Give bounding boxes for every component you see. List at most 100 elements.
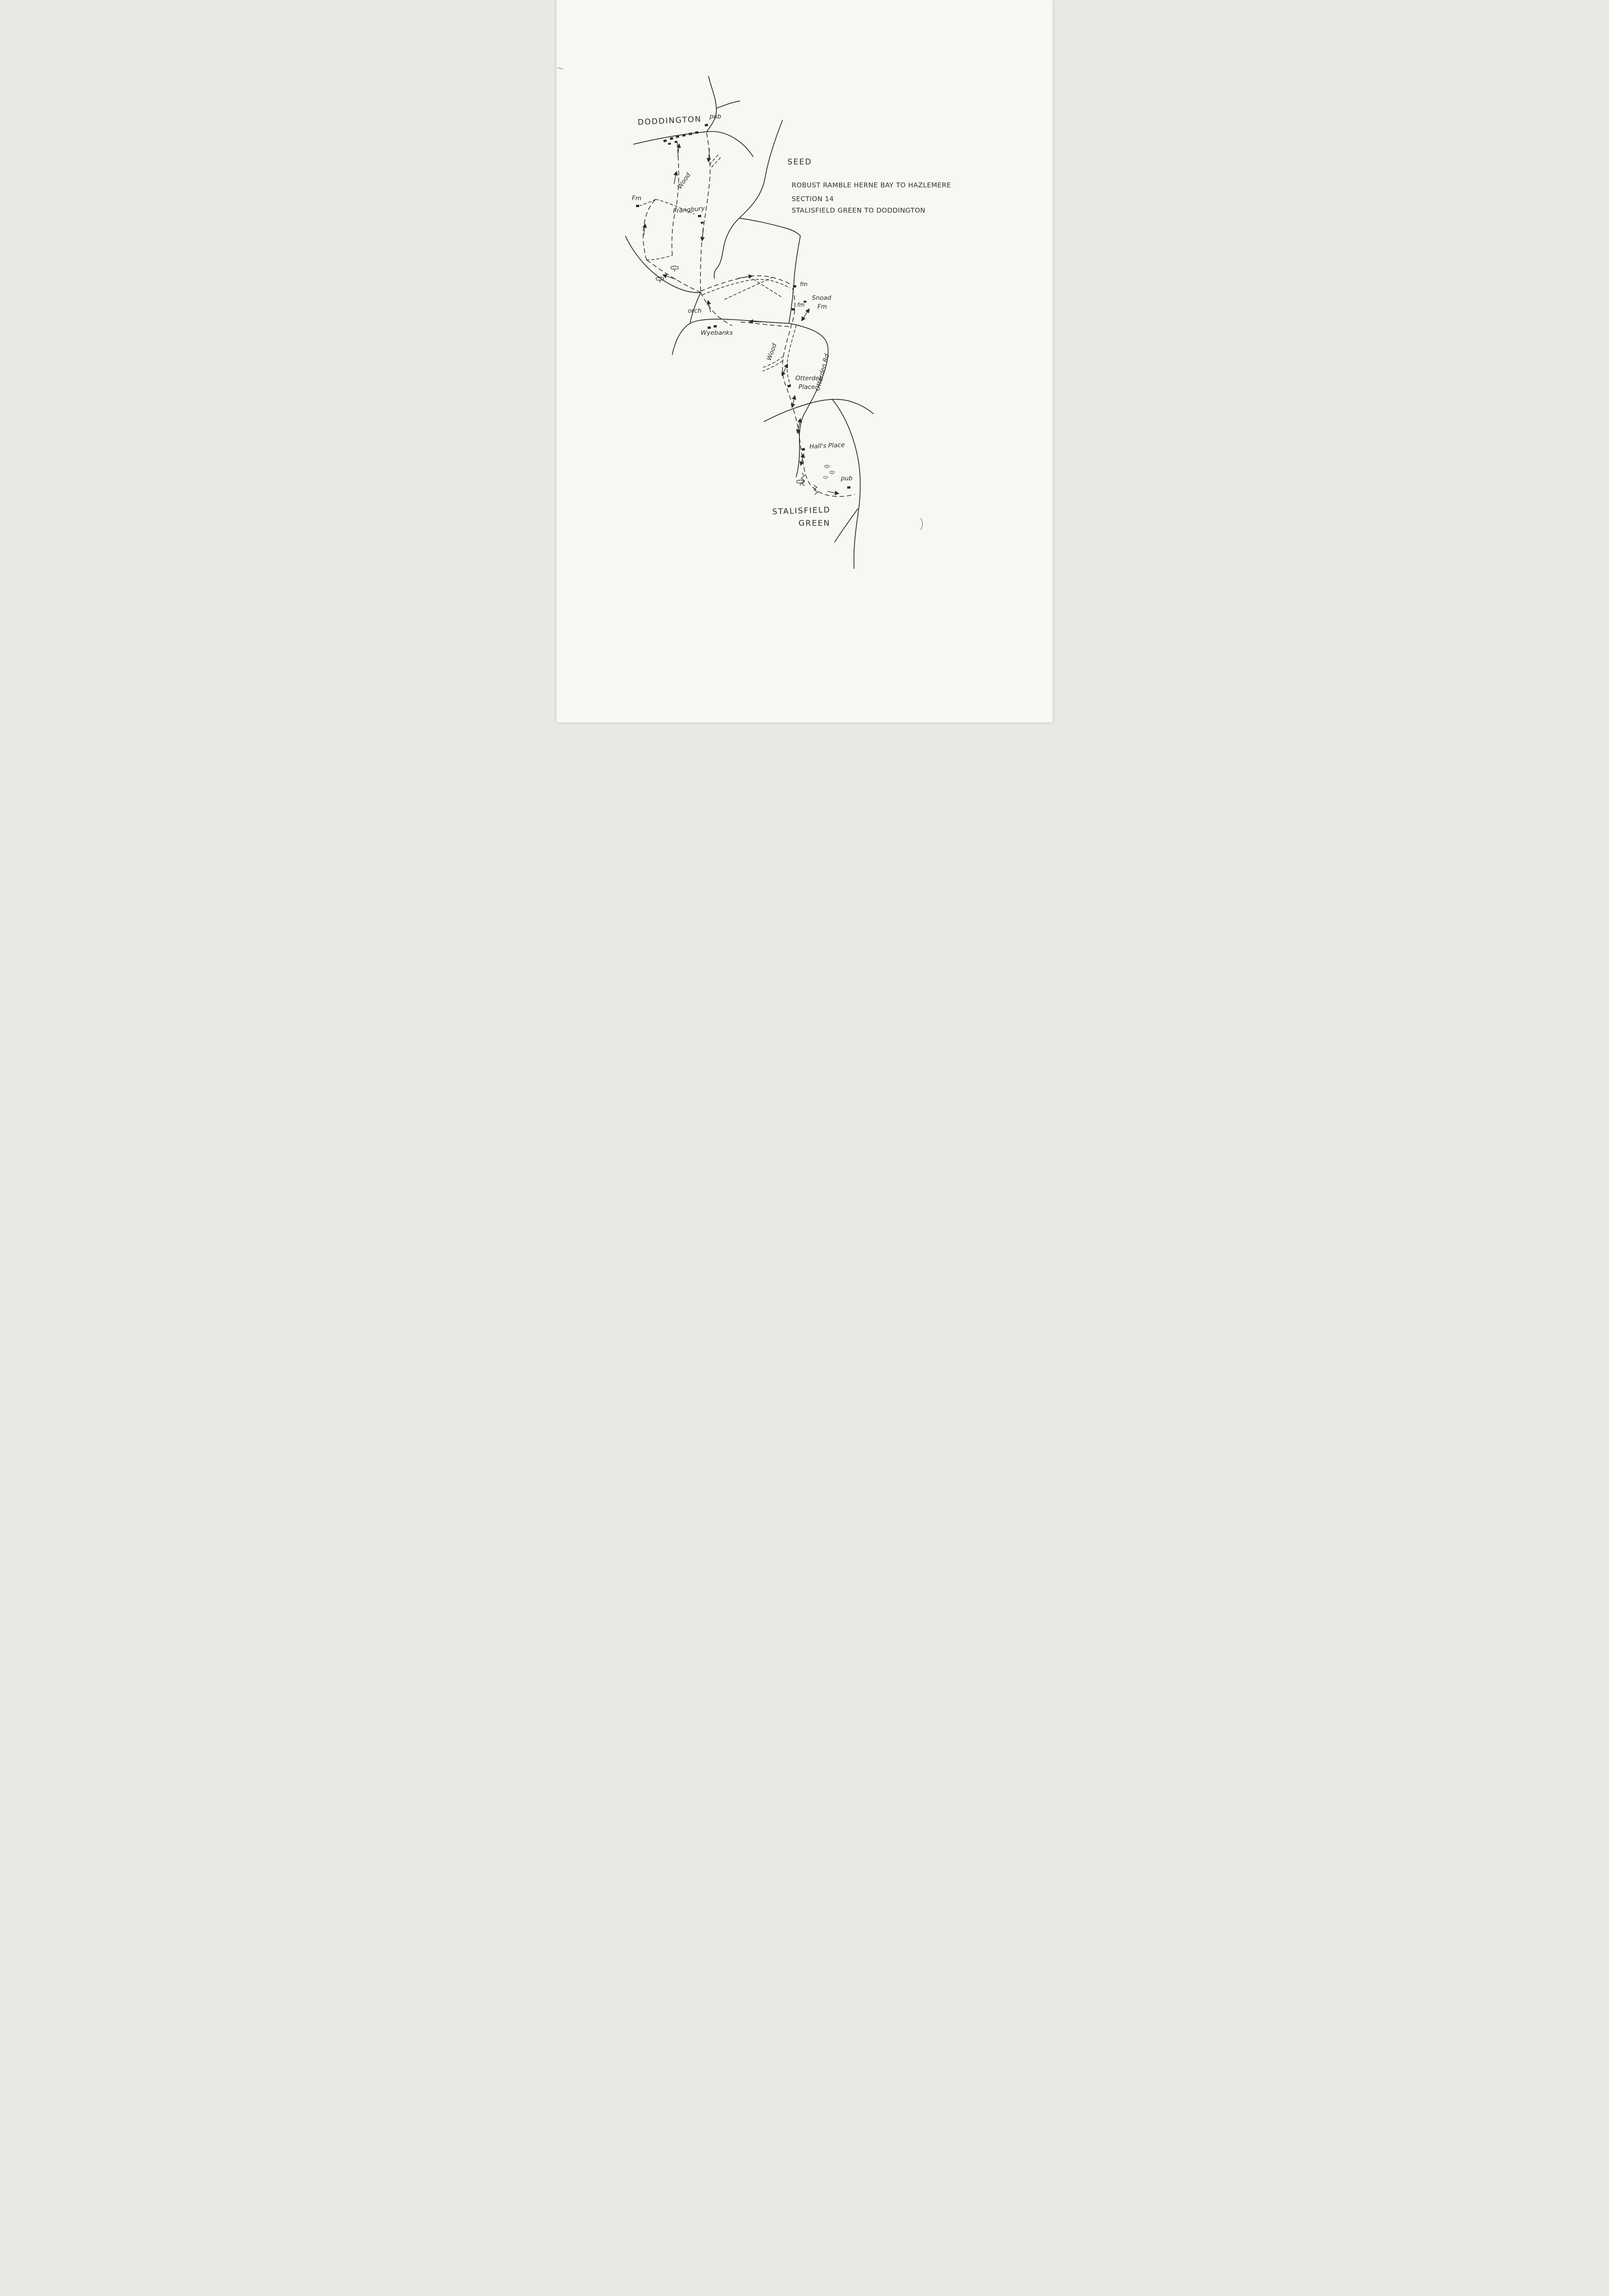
route-arrow <box>738 274 753 279</box>
road <box>788 323 829 477</box>
scan-mark <box>920 518 923 530</box>
route-arrow-double <box>801 308 810 321</box>
route-arrow <box>700 227 705 242</box>
footpath-route <box>655 199 695 214</box>
tree-icon <box>823 476 828 480</box>
footpath-route <box>700 292 732 326</box>
footpath-route <box>646 259 701 293</box>
route-arrow <box>706 300 711 312</box>
stile-mark <box>711 157 721 168</box>
route-arrow <box>642 223 647 236</box>
road <box>690 292 701 323</box>
footpath-route <box>787 325 797 386</box>
road <box>716 101 740 109</box>
place-label-stalisfield-line2: GREEN <box>799 519 830 528</box>
footpath-route <box>761 356 784 368</box>
scan-mark <box>557 68 563 69</box>
route-arrow-double <box>799 453 805 466</box>
route-arrow-double <box>791 395 796 408</box>
route-arrow-double <box>796 418 802 434</box>
tree-icon <box>829 471 835 475</box>
scanned-map-sheet: DODDINGTON pub SEED ROBUST RAMBLE HERNE … <box>557 0 1052 722</box>
building-icon <box>791 308 795 311</box>
place-label-pub-stalisfield: pub <box>840 475 853 482</box>
road <box>739 218 801 236</box>
road <box>714 120 783 279</box>
building-icon <box>793 285 797 288</box>
buildings-layer <box>636 124 851 489</box>
building-icon <box>688 132 692 135</box>
route-arrow <box>827 490 839 495</box>
footpath-route <box>671 138 679 256</box>
place-label-snoad-fm-line1: Snoad <box>812 294 832 302</box>
road <box>706 131 754 157</box>
footpath-route <box>700 133 711 293</box>
place-label-wood-otterden: Wood <box>765 342 778 361</box>
footpath-route <box>791 288 795 325</box>
footpath-route <box>793 409 855 497</box>
building-icon <box>787 384 791 388</box>
building-icon <box>674 141 678 143</box>
labels-layer: DODDINGTON pub SEED ROBUST RAMBLE HERNE … <box>632 113 951 528</box>
place-label-fm-lower: fm <box>797 301 805 308</box>
footpath-route <box>646 255 673 260</box>
place-label-wyebanks: Wyebanks <box>701 329 733 337</box>
steep-slope-icon <box>813 484 819 495</box>
place-label-otterden-place-line2: Place <box>799 383 815 391</box>
building-icon <box>847 486 851 489</box>
road <box>672 319 789 355</box>
roads-layer <box>625 76 874 569</box>
building-icon <box>695 131 699 134</box>
place-label-stalisfield-line1: STALISFIELD <box>772 506 830 517</box>
building-icon <box>803 300 807 303</box>
building-icon <box>669 137 674 140</box>
road <box>764 399 874 422</box>
tree-icon <box>824 465 830 469</box>
road <box>788 236 801 324</box>
building-icon <box>704 124 709 127</box>
footpath-route <box>702 279 790 295</box>
place-label-snoad-fm-line2: Fm <box>817 303 827 310</box>
building-icon <box>713 325 717 328</box>
route-arrow <box>748 319 762 324</box>
place-label-halls-place: Hall's Place <box>809 441 845 450</box>
route-arrow-double <box>781 363 788 377</box>
stile-mark <box>709 154 719 165</box>
place-label-doddington: DODDINGTON <box>637 115 702 127</box>
route-arrow <box>662 274 676 280</box>
building-icon <box>698 214 702 218</box>
building-icon <box>682 134 686 137</box>
road-label-otterden-rd: Otterden Rd <box>814 353 831 392</box>
hand-drawn-map: DODDINGTON pub SEED ROBUST RAMBLE HERNE … <box>557 68 951 569</box>
vegetation-layer <box>557 68 923 530</box>
route-arrow <box>673 171 678 184</box>
place-label-frangbury: Frangbury <box>673 205 706 215</box>
footpath-route <box>700 275 792 292</box>
place-label-seed: SEED <box>788 158 812 167</box>
route-layer <box>640 133 855 497</box>
arrows-layer <box>642 143 839 495</box>
place-label-orchard: orch <box>688 307 702 315</box>
road <box>834 508 858 542</box>
building-icon <box>700 221 704 224</box>
building-icon <box>663 139 667 143</box>
steep-slope-icon <box>800 473 805 486</box>
building-icon <box>675 135 680 138</box>
road <box>706 76 717 132</box>
place-label-otterden-place-line1: Otterden <box>795 375 823 382</box>
footpath-route <box>724 277 773 300</box>
route-arrow <box>676 143 681 157</box>
road <box>625 236 701 293</box>
map-title-line1: ROBUST RAMBLE HERNE BAY TO HAZLEMERE <box>792 182 951 189</box>
place-label-pub-doddington: pub <box>709 113 721 120</box>
footpath-route <box>640 199 656 206</box>
map-title-line3: STALISFIELD GREEN TO DODDINGTON <box>792 207 925 214</box>
building-icon <box>636 205 639 207</box>
building-icon <box>801 448 805 451</box>
footpath-route <box>739 321 789 327</box>
place-label-fm-upper: fm <box>800 281 808 287</box>
road <box>832 399 861 569</box>
footpath-route <box>782 324 794 410</box>
place-label-fm-west: Fm <box>632 195 641 202</box>
map-title-line2: SECTION 14 <box>792 196 834 203</box>
